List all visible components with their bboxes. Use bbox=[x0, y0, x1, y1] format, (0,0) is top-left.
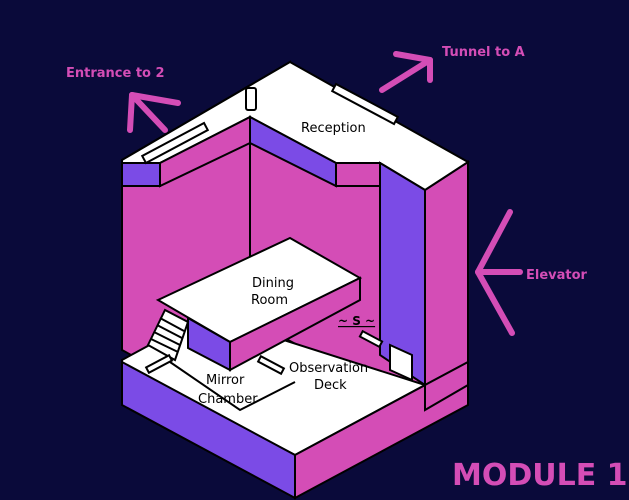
arrow-entrance-icon bbox=[127, 92, 181, 133]
stairs-marker-label: ~ S ~ bbox=[338, 314, 375, 328]
dining-label-line1: Dining bbox=[252, 276, 294, 291]
mirror-label-line1: Mirror bbox=[206, 373, 245, 388]
upper-ledge-right bbox=[335, 162, 381, 187]
mirror-label-line2: Chamber bbox=[198, 392, 258, 407]
elevator-door bbox=[389, 343, 413, 382]
tunnel-label: Tunnel to A bbox=[442, 45, 525, 60]
door-markers bbox=[140, 82, 400, 376]
dining-room-side bbox=[229, 276, 361, 372]
module-title: MODULE 1 bbox=[452, 458, 628, 493]
elevator-label: Elevator bbox=[526, 268, 588, 283]
entrance-label: Entrance to 2 bbox=[66, 66, 165, 81]
observation-label-line1: Observation bbox=[289, 361, 368, 376]
base-right-cap bbox=[424, 360, 469, 412]
stairs bbox=[146, 308, 190, 362]
upper-ledge-left bbox=[121, 162, 161, 187]
mirror-chamber-wall bbox=[169, 361, 296, 412]
dining-label-line2: Room bbox=[251, 293, 288, 308]
observation-label-line2: Deck bbox=[314, 378, 347, 393]
reception-label: Reception bbox=[301, 121, 366, 136]
arrow-tunnel-icon bbox=[379, 51, 433, 93]
arrow-elevator-icon bbox=[475, 209, 523, 336]
